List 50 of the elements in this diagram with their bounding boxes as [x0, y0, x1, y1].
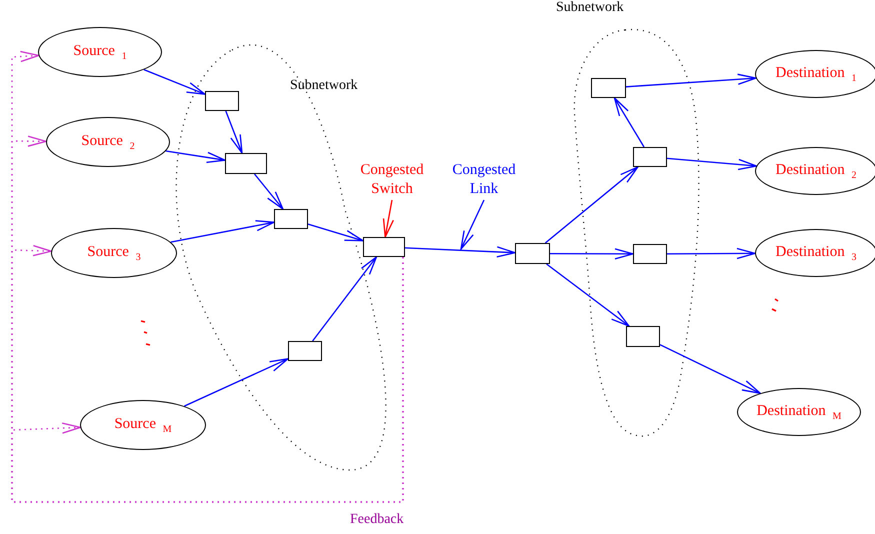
- arrow: [626, 74, 757, 88]
- ellipse-node: [46, 117, 170, 167]
- arrow: [166, 150, 226, 164]
- switch-box: [633, 244, 667, 264]
- leader-line: [460, 200, 485, 250]
- arrow: [144, 69, 206, 95]
- ellipse-node: [755, 147, 875, 195]
- node-label: Source $_{2}$: [81, 132, 135, 152]
- loop-label: Feedback: [350, 512, 404, 528]
- node-label: Source $_{3}$: [87, 244, 141, 262]
- arrow: [404, 246, 516, 258]
- arrow: [546, 263, 630, 327]
- switch-box: [626, 326, 660, 347]
- arrow: [544, 166, 638, 244]
- ellipse-node: [755, 50, 875, 98]
- arrow: [225, 110, 243, 154]
- arrow: [666, 158, 758, 170]
- node-label: Source $_{1}$: [73, 42, 127, 62]
- switch-box: [288, 341, 322, 361]
- arrow: [308, 223, 364, 242]
- ellipse-node: [51, 228, 177, 278]
- ellipse-node: [755, 229, 875, 277]
- ellipse-node: [737, 388, 861, 436]
- switch-box: [225, 153, 267, 174]
- switch-box: [205, 91, 239, 111]
- switch-box: [633, 147, 667, 167]
- node-label: Source $_{M}$: [114, 416, 172, 434]
- node-label: Destination $_{M}$: [756, 402, 842, 422]
- arrow: [312, 256, 378, 342]
- callout-label: Congested Switch: [352, 160, 432, 200]
- callout-label: Congested Link: [444, 160, 524, 200]
- arrow: [660, 344, 761, 394]
- arrow: [667, 248, 756, 260]
- node-label: Destination $_{1}$: [776, 64, 856, 84]
- switch-box: [363, 237, 405, 257]
- arrow: [184, 358, 289, 407]
- ellipse-node: [80, 400, 206, 450]
- arrow: [550, 248, 634, 260]
- node-label: Destination $_{3}$: [776, 244, 856, 262]
- ellipse-node: [38, 27, 162, 77]
- arrow: [254, 174, 284, 210]
- switch-box: [591, 78, 626, 98]
- arrow: [170, 220, 275, 243]
- node-label: Destination $_{2}$: [776, 162, 856, 180]
- switch-box: [274, 209, 308, 229]
- group-label: Subnetwork: [290, 78, 358, 94]
- leader-line: [382, 200, 394, 238]
- arrow: [614, 97, 645, 148]
- switch-box: [515, 243, 550, 264]
- group-label: Subnetwork: [556, 0, 624, 16]
